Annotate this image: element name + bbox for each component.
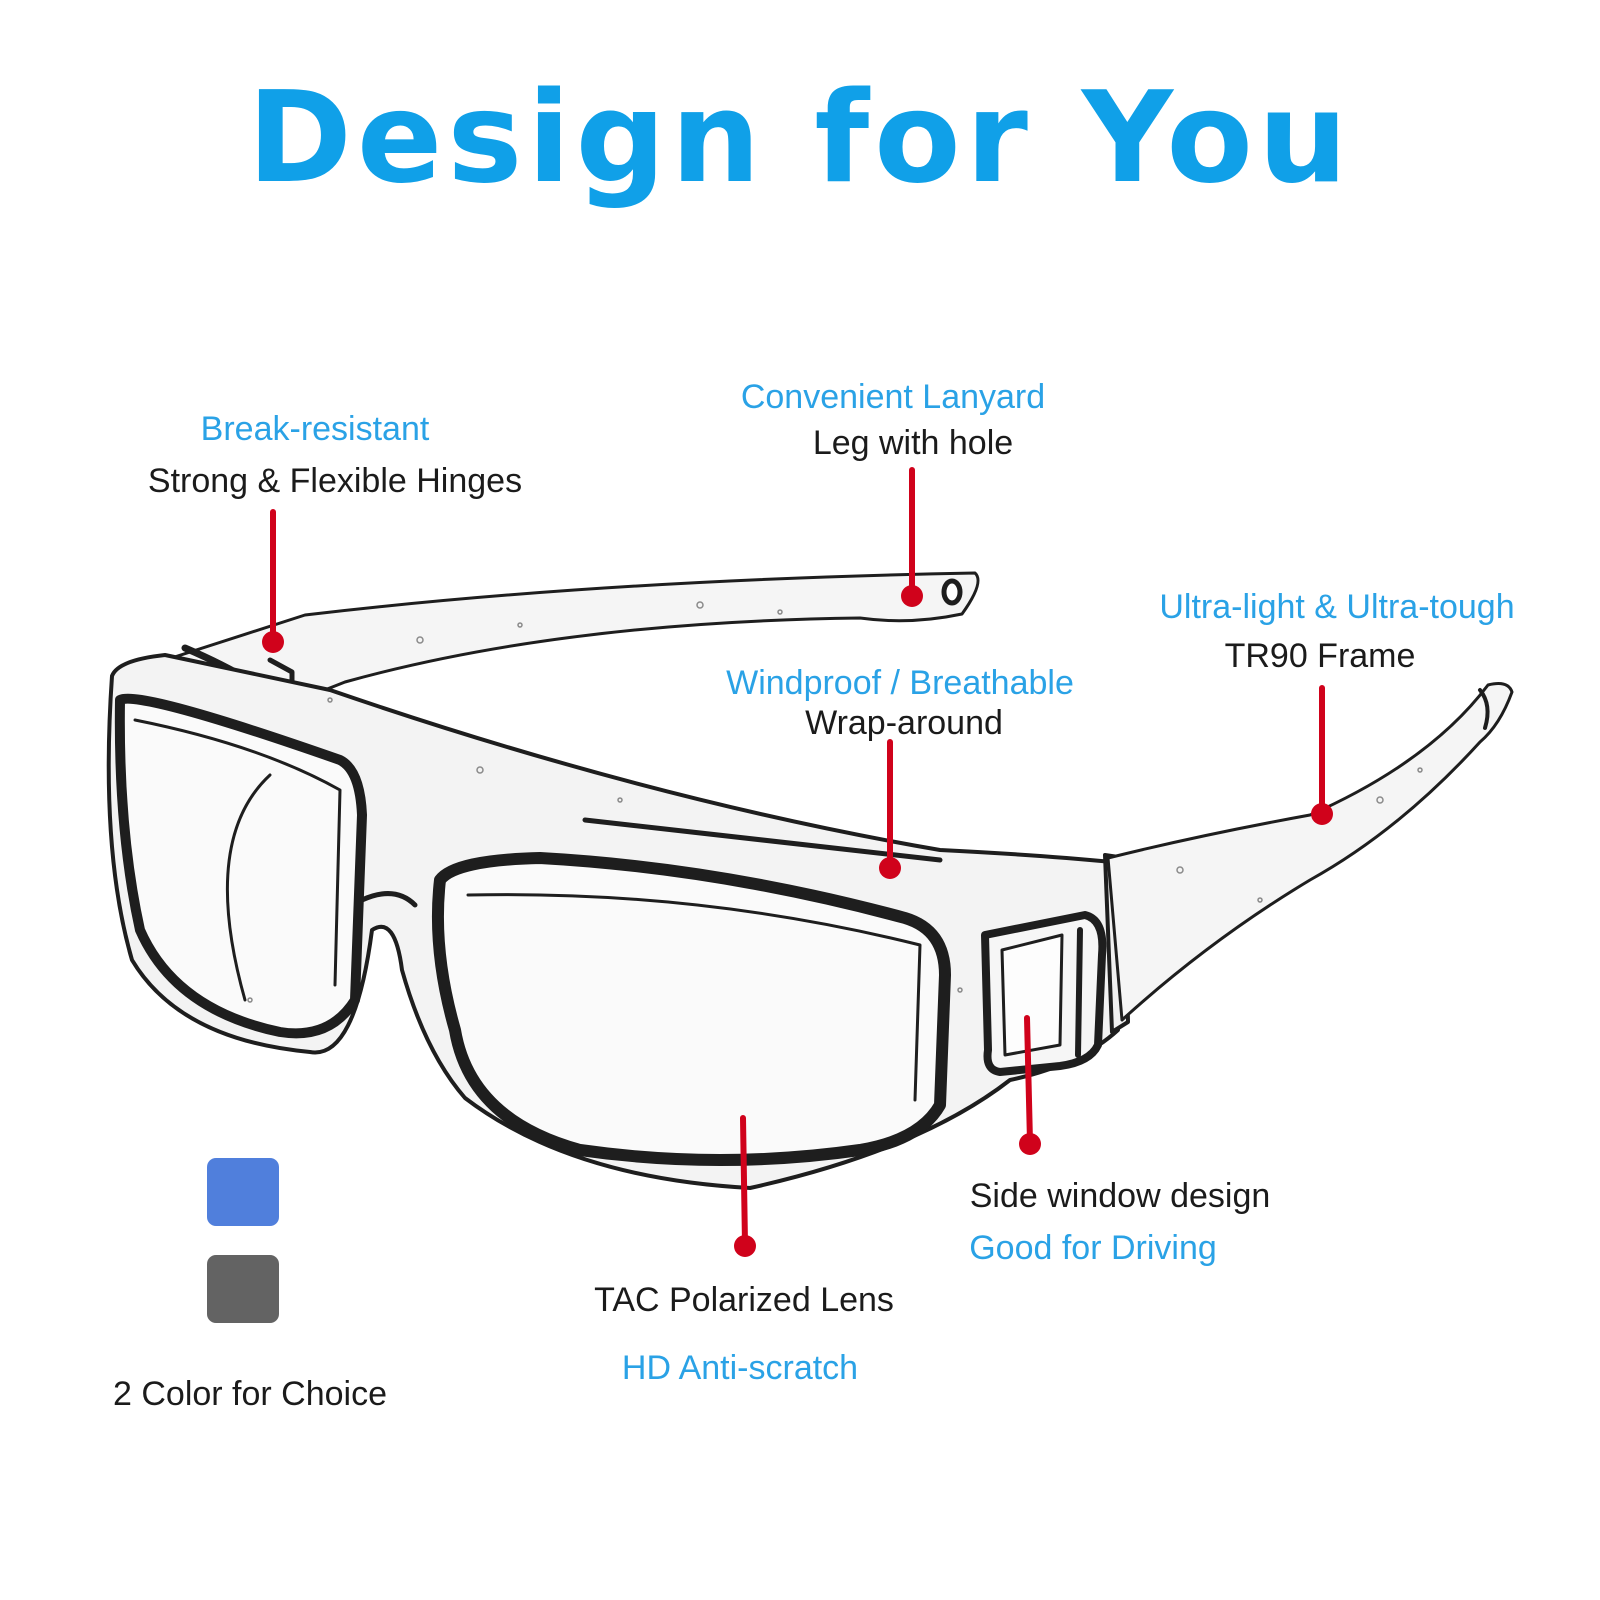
pointer-dot-hinges [262,631,284,653]
side-window-headline: Good for Driving [969,1229,1217,1267]
lens-detail: TAC Polarized Lens [594,1281,894,1319]
wrap-detail: Wrap-around [805,704,1003,742]
frame-headline: Ultra-light & Ultra-tough [1159,588,1515,626]
pointer-dot-frame [1311,803,1333,825]
hinges-headline: Break-resistant [200,410,430,448]
wrap-headline: Windproof / Breathable [726,664,1074,702]
pointer-lens [740,1115,748,1247]
pointer-dot-lens [734,1235,756,1257]
pointer-dot-wrap [879,857,901,879]
pointer-side-window [1024,1015,1033,1145]
side-window-detail: Side window design [969,1177,1271,1215]
hinges-detail: Strong & Flexible Hinges [147,462,523,500]
color-swatch-gray [207,1255,279,1323]
frame-detail: TR90 Frame [1224,637,1416,675]
color-choice-label: 2 Color for Choice [113,1375,388,1413]
lanyard-headline: Convenient Lanyard [740,378,1046,416]
lens-headline: HD Anti-scratch [621,1349,859,1387]
color-swatch-blue [207,1158,279,1226]
pointer-dot-side-window [1019,1133,1041,1155]
lanyard-detail: Leg with hole [812,424,1014,462]
page-title: Design for You [247,64,1353,211]
pointer-dot-lanyard [901,585,923,607]
